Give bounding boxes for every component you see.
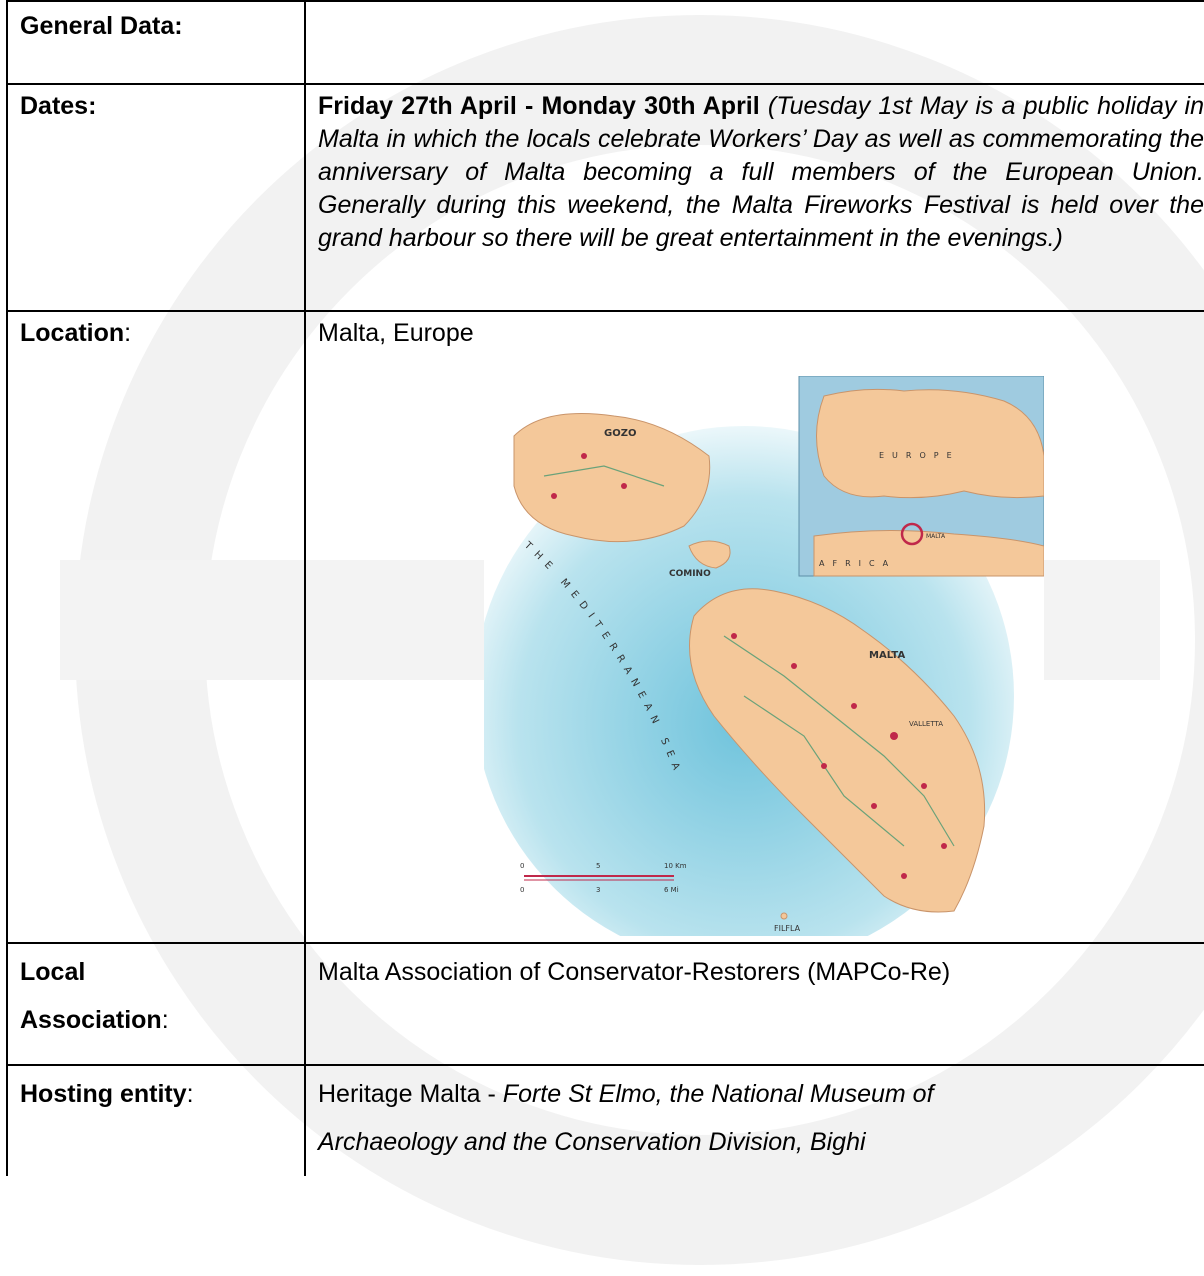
dates-range: Friday 27th April - Monday 30th April: [318, 92, 760, 120]
location-colon: :: [124, 319, 132, 347]
hosting-sites-line1: Forte St Elmo, the National Museum of: [502, 1080, 934, 1108]
scale-mi-0: 0: [520, 886, 524, 894]
location-label: Location: [20, 319, 125, 347]
scale-mi-6: 6 Mi: [664, 886, 679, 894]
scale-km-10: 10 Km: [664, 862, 687, 870]
location-label-cell: Location:: [6, 310, 306, 944]
europe-inset-map: EUROPE AFRICA MALTA: [798, 375, 1045, 577]
dates-value: Friday 27th April - Monday 30th April (T…: [304, 83, 1204, 312]
filfla-label: FILFLA: [774, 924, 801, 933]
local-label-line2: Association: [20, 1006, 162, 1034]
scale-km-0: 0: [520, 862, 524, 870]
malta-map: GOZO COMINO MALTA FILFLA VALLETTA THE ME…: [474, 375, 1045, 966]
row-dates: Dates: Friday 27th April - Monday 30th A…: [6, 83, 1204, 312]
dates-label: Dates:: [6, 83, 306, 312]
row-general-data: General Data:: [6, 0, 1204, 85]
inset-malta-label: MALTA: [926, 533, 946, 540]
scale-mi-3: 3: [596, 886, 600, 894]
inset-africa-label: AFRICA: [819, 559, 896, 568]
general-data-value: [304, 0, 1204, 85]
valletta-label: VALLETTA: [909, 720, 943, 728]
inset-europe-label: EUROPE: [879, 451, 960, 460]
comino-label: COMINO: [669, 569, 711, 579]
hosting-org: Heritage Malta -: [318, 1080, 503, 1108]
hosting-sites-line2: Archaeology and the Conservation Divisio…: [318, 1128, 866, 1156]
malta-label: MALTA: [869, 650, 905, 661]
general-data-label: General Data:: [6, 0, 306, 85]
location-value-cell: Malta, Europe: [304, 310, 1204, 966]
hosting-label: Hosting entity: [20, 1080, 187, 1108]
event-info-table: General Data: Dates: Friday 27th April -…: [6, 0, 1204, 1176]
hosting-colon: :: [186, 1080, 194, 1108]
local-label-line1: Local: [20, 958, 86, 986]
location-value: Malta, Europe: [318, 319, 474, 347]
row-hosting-entity: Hosting entity: Heritage Malta - Forte S…: [6, 1064, 1204, 1176]
hosting-entity-value: Heritage Malta - Forte St Elmo, the Nati…: [304, 1064, 1204, 1176]
filfla-islet: [780, 912, 788, 920]
gozo-label: GOZO: [604, 428, 636, 439]
malta-map-image: GOZO COMINO MALTA FILFLA VALLETTA THE ME…: [474, 375, 1045, 966]
row-location: Location: Malta, Europe: [6, 310, 1204, 966]
local-label-colon: :: [161, 1006, 169, 1034]
local-association-value: Malta Association of Conservator-Restore…: [304, 942, 1204, 1066]
scale-km-5: 5: [596, 862, 600, 870]
hosting-entity-label-cell: Hosting entity:: [6, 1064, 306, 1176]
